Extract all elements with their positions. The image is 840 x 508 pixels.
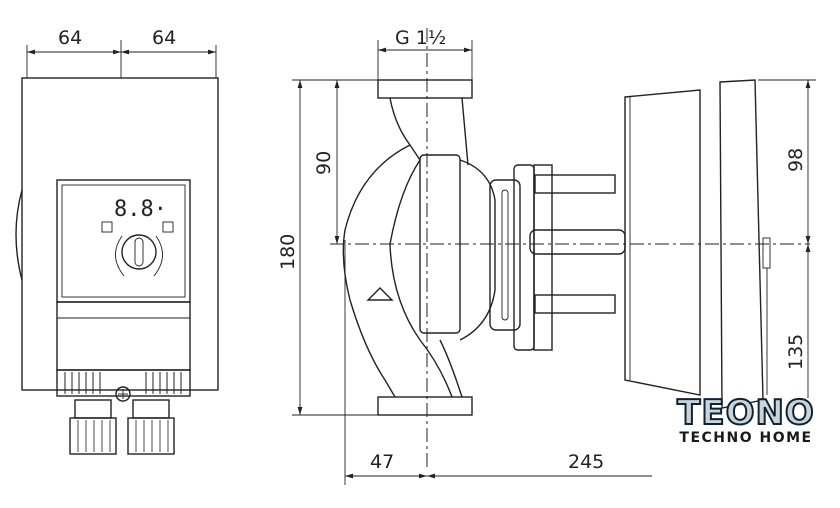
mode-icon-left: [101, 221, 113, 233]
dim-front-right: 64: [152, 27, 176, 49]
dim-port-to-port: 180: [277, 234, 299, 270]
display-readout: 8.8·: [114, 197, 167, 222]
screw-icon: [115, 386, 131, 402]
dim-thread: G 1½: [395, 27, 446, 49]
dim-top-to-axis: 98: [785, 148, 807, 172]
flow-direction-arrow-icon: [366, 287, 394, 301]
dim-inlet-to-axis: 90: [313, 151, 335, 175]
front-view: 64 64 8.8·: [15, 27, 219, 455]
brand-logo: TEONO TECHNO HOME: [660, 393, 832, 446]
logo-brand: TEONO: [676, 393, 815, 433]
mode-icon-right: [162, 221, 174, 233]
dim-front-left: 64: [58, 27, 82, 49]
side-view: G 1½ 180 90: [277, 27, 816, 485]
dim-axis-offset: 47: [370, 451, 394, 473]
dim-axis-to-motor-end: 245: [568, 451, 604, 473]
electronics-cap: [719, 79, 764, 409]
cable-gland-right: [127, 417, 175, 455]
cable-gland-left: [69, 417, 117, 455]
top-flange: [377, 79, 473, 99]
motor-housing: [624, 89, 701, 396]
control-knob: [121, 234, 157, 270]
bottom-flange: [377, 396, 473, 416]
dim-axis-to-bottom: 135: [785, 334, 807, 370]
logo-tagline: TECHNO HOME: [679, 430, 813, 446]
